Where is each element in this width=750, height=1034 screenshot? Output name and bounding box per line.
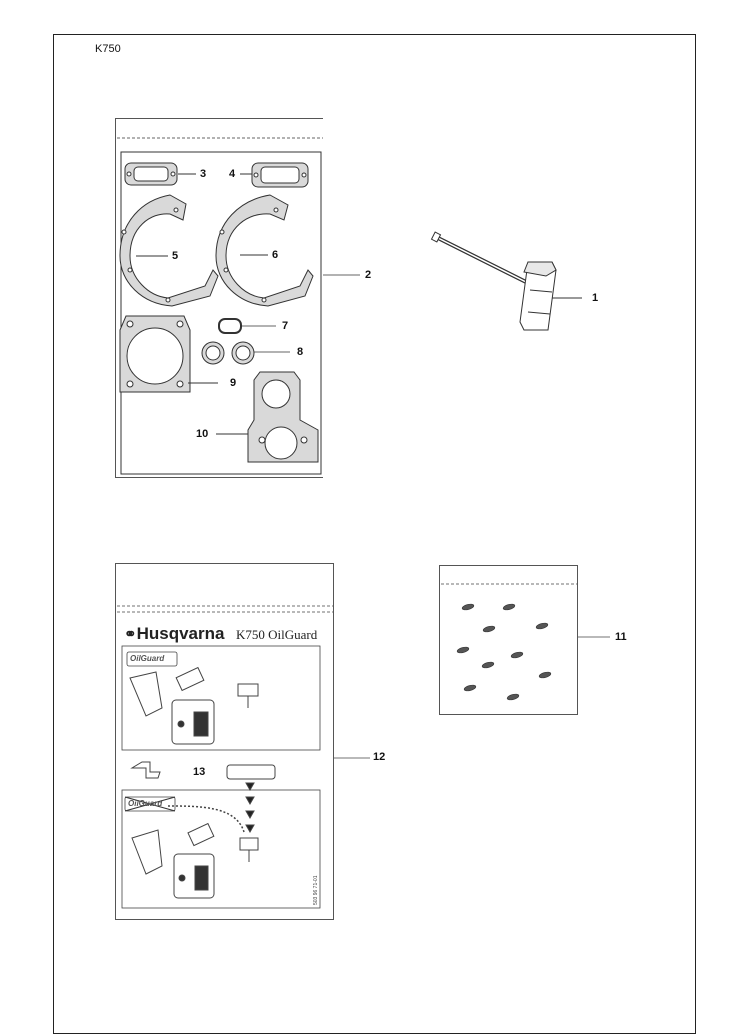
callout-4: 4 xyxy=(229,168,236,180)
decal-illustration-top xyxy=(129,666,259,745)
screws-11 xyxy=(456,603,552,701)
combination-wrench-1 xyxy=(430,231,582,331)
model-label: K750 xyxy=(95,43,121,55)
screw-bag xyxy=(439,565,578,715)
callout-7: 7 xyxy=(282,320,289,332)
decal-illustration-bottom xyxy=(130,761,276,899)
callout-5: 5 xyxy=(172,250,179,262)
callout-3: 3 xyxy=(200,168,207,180)
brand-text: Husqvarna xyxy=(136,624,225,643)
badge-text-crossed: OilGuard xyxy=(128,799,163,808)
callout-13: 13 xyxy=(193,766,206,778)
seals-8 xyxy=(201,341,290,365)
decal-part-code: 503 96 71-01 xyxy=(313,875,319,905)
crankcase-gasket-6 xyxy=(215,194,314,307)
muffler-gasket-4 xyxy=(240,162,309,188)
cylinder-gasket-9 xyxy=(119,315,218,393)
callout-12: 12 xyxy=(373,751,386,763)
callout-11: 11 xyxy=(615,631,627,643)
crown-icon: ⚭ xyxy=(124,626,137,643)
husqvarna-logo: ⚭Husqvarna xyxy=(124,624,224,644)
cross-line-2 xyxy=(124,796,176,812)
gasket-package-details xyxy=(117,137,323,475)
screw-bag-details xyxy=(441,583,610,638)
o-ring-7 xyxy=(218,318,276,334)
callout-8: 8 xyxy=(297,346,304,358)
crankcase-gasket-5 xyxy=(119,194,219,307)
decal-product-title: K750 OilGuard xyxy=(236,627,318,642)
badge-text-top: OilGuard xyxy=(130,654,165,663)
muffler-gasket-3 xyxy=(124,162,196,186)
callout-2: 2 xyxy=(365,269,372,281)
callout-10: 10 xyxy=(196,428,209,440)
callout-1: 1 xyxy=(592,292,599,304)
gasket-10 xyxy=(216,371,319,463)
callout-9: 9 xyxy=(230,377,237,389)
decal-package-details xyxy=(117,605,370,909)
callout-6: 6 xyxy=(272,249,279,261)
oilguard-badge-top xyxy=(126,651,178,667)
